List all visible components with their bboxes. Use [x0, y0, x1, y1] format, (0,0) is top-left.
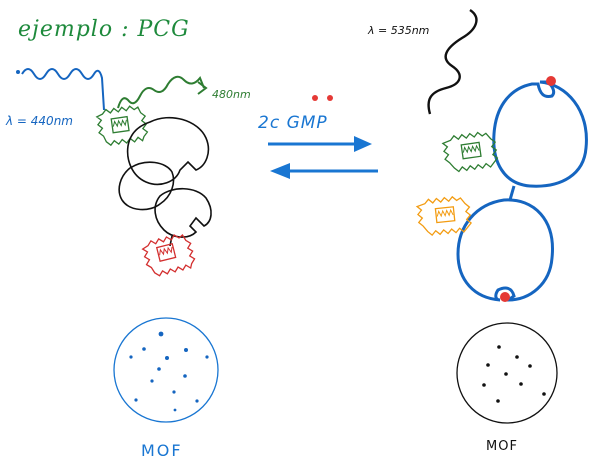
emission-wave-black — [427, 9, 478, 115]
emission-wave-green — [117, 75, 208, 109]
bound-ligand-top — [546, 76, 556, 86]
forward-arrow — [268, 136, 372, 152]
ligand-dots — [312, 95, 333, 101]
mof-left — [113, 317, 219, 423]
right-acceptor-fluorophore — [415, 195, 473, 237]
excitation-wavelength-label: λ = 440nm — [5, 114, 73, 128]
mof-right — [456, 322, 558, 424]
diagram-title: ejemplo : PCG — [18, 17, 190, 42]
excitation-wave — [16, 68, 105, 111]
bound-ligand-bottom — [500, 292, 510, 302]
right-donor-fluorophore — [441, 131, 499, 173]
protein-domains-closed — [456, 80, 588, 302]
reverse-arrow — [270, 163, 378, 179]
acceptor-fluorophore — [141, 234, 196, 277]
mof-right-label: MOF — [486, 439, 518, 454]
ligand-label: 2c GMP — [258, 113, 328, 133]
protein-domains-open — [118, 116, 212, 247]
donor-fluorophore — [95, 105, 149, 147]
right-emission-wavelength-label: λ = 535nm — [367, 24, 429, 37]
mof-left-label: MOF — [141, 441, 183, 460]
emission-wavelength-label: 480nm — [212, 88, 251, 101]
